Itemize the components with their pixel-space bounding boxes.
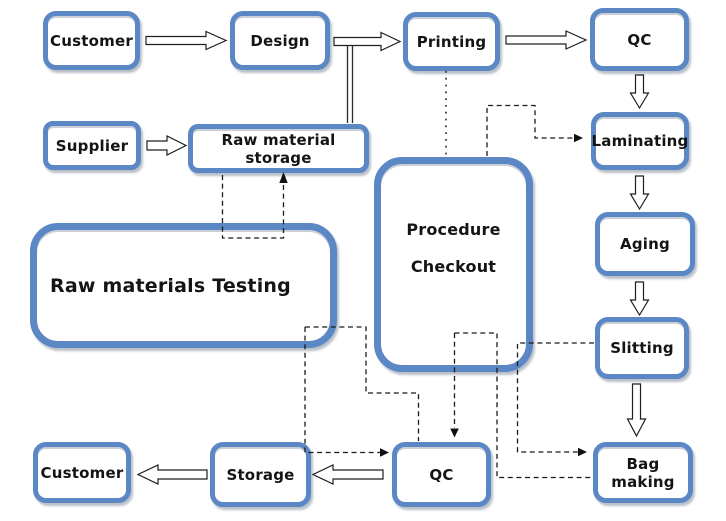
node-slitting: Slitting: [595, 317, 689, 379]
node-label: Laminating: [591, 132, 689, 150]
arrow-laminating-to-aging: [629, 175, 650, 211]
node-design: Design: [230, 11, 330, 70]
node-laminating: Laminating: [591, 112, 689, 170]
node-label: QC: [627, 30, 652, 49]
node-bag-making: Bag making: [593, 442, 693, 503]
arrow-printing-to-qc: [505, 30, 588, 50]
node-customer-top: Customer: [43, 11, 140, 70]
node-label: Raw material storage: [221, 130, 336, 167]
node-label: Storage: [226, 465, 295, 484]
dashed-slitting-to-bag-making: [516, 342, 594, 457]
node-qc-bottom: QC: [392, 442, 491, 507]
arrow-slitting-to-bag-making: [626, 383, 647, 438]
node-label-line2: Checkout: [410, 257, 497, 276]
arrow-aging-to-slitting: [629, 281, 650, 317]
node-aging: Aging: [595, 212, 695, 276]
double-line-design-to-storage: [346, 45, 354, 123]
dashed-procedure-to-laminating: [486, 104, 583, 156]
node-label-line1: Procedure: [406, 220, 501, 239]
node-customer-bottom: Customer: [33, 442, 131, 503]
arrow-qc-to-laminating: [629, 74, 650, 110]
node-procedure-checkout: Procedure Checkout: [374, 157, 533, 372]
node-label: Bag making: [611, 454, 675, 491]
arrow-qc-to-storage: [311, 464, 384, 485]
node-label: Printing: [416, 32, 487, 51]
node-label: Design: [250, 31, 310, 50]
node-label: Raw materials Testing: [50, 274, 291, 297]
arrow-design-to-printing: [333, 31, 402, 52]
node-label: Customer: [50, 31, 133, 50]
arrow-customer-to-design: [145, 30, 228, 51]
node-raw-materials-testing: Raw materials Testing: [30, 223, 337, 348]
node-printing: Printing: [403, 12, 500, 71]
node-label: Supplier: [55, 136, 129, 155]
node-label: Slitting: [610, 339, 674, 357]
arrow-supplier-to-raw-material-storage: [146, 135, 188, 156]
node-supplier: Supplier: [43, 121, 141, 170]
node-label: Customer: [40, 463, 124, 482]
node-label: Aging: [620, 235, 670, 253]
node-label: QC: [429, 465, 454, 484]
arrow-storage-to-customer: [136, 464, 208, 485]
node-qc-top: QC: [590, 8, 689, 71]
node-raw-material-storage: Raw material storage: [188, 124, 369, 173]
node-storage: Storage: [210, 442, 311, 507]
